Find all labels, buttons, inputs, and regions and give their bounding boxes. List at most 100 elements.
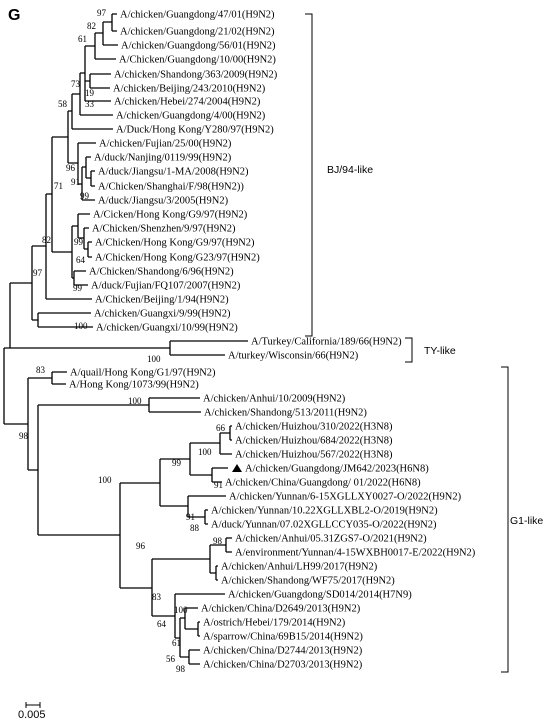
clade-brackets: BJ/94-like TY-like G1-like xyxy=(305,13,543,673)
support-value: 88 xyxy=(190,523,200,533)
taxon-label: A/chicken/Guangdong/56/01(H9N2) xyxy=(121,41,276,52)
support-value: 97 xyxy=(97,8,107,18)
taxon-label: A/duck/Jiangsu/1-MA/2008(H9N2) xyxy=(98,167,249,178)
support-value: 56 xyxy=(166,654,176,664)
scale-label: 0.005 xyxy=(18,709,46,721)
support-value: 61 xyxy=(172,638,181,648)
taxon-label: A/chicken/Guangdong/SD014/2014(H7N9) xyxy=(228,590,412,601)
support-value: 91 xyxy=(214,480,223,490)
taxon-label: A/duck/Jiangsu/3/2005(H9N2) xyxy=(98,196,229,207)
support-value: 97 xyxy=(33,268,43,278)
taxon-label: A/chicken/Beijing/243/2010(H9N2) xyxy=(113,84,266,95)
taxon-label: A/chicken/Guangxi/9/99(H9N2) xyxy=(94,309,231,320)
taxon-label: A/chicken/China/Guangdong/ 01/2022(H6N8) xyxy=(225,478,421,489)
support-value: 100 xyxy=(74,321,88,331)
support-value: 64 xyxy=(157,619,167,629)
bj94-bracket xyxy=(305,13,313,337)
taxon-label: A/chicken/Yunnan/6-15XGLLXY0027-O/2022(H… xyxy=(229,492,462,503)
support-value: 98 xyxy=(19,431,29,441)
taxon-label: A/Cicken/Hong Kong/G9/97(H9N2) xyxy=(93,210,248,221)
triangle-marker-icon xyxy=(232,464,242,472)
support-value: 82 xyxy=(42,235,51,245)
taxon-label: A/chicken/Hebei/274/2004(H9N2) xyxy=(114,97,261,108)
taxon-label: A/Chicken/Shanghai/F/98(H9N2)) xyxy=(98,182,244,193)
taxon-label: A/chicken/China/D2649/2013(H9N2) xyxy=(201,604,361,615)
taxon-label: A/Turkey/California/189/66(H9N2) xyxy=(251,337,402,348)
taxon-label: A/chicken/Guangdong/JM642/2023(H6N8) xyxy=(245,464,429,475)
taxon-label: A/Duck/Hong Kong/Y280/97(H9N2) xyxy=(116,125,274,136)
support-value: 100 xyxy=(174,605,188,615)
taxon-label: A/chicken/Anhui/10/2009(H9N2) xyxy=(203,394,346,405)
support-value: 91 xyxy=(71,177,80,187)
clade-ty-branches xyxy=(9,282,248,356)
support-value: 71 xyxy=(54,181,63,191)
support-value: 99 xyxy=(172,458,182,468)
support-value: 99 xyxy=(73,283,83,293)
taxon-label: A/chicken/Shandong/363/2009(H9N2) xyxy=(114,70,278,81)
support-value: 100 xyxy=(198,447,212,457)
support-values: 97 82 61 73 19 33 58 96 91 99 71 99 64 9… xyxy=(19,8,226,674)
taxon-label: A/chicken/Fujian/25/00(H9N2) xyxy=(99,139,232,150)
taxon-label: A/duck/Nanjing/0119/99(H9N2) xyxy=(94,153,232,164)
taxon-label: A/chicken/Huizhou/310/2022(H3N8) xyxy=(235,422,393,433)
support-value: 99 xyxy=(74,237,84,247)
taxon-label: A/chicken/Guangdong/21/02(H9N2) xyxy=(120,27,275,38)
taxon-label: A/Chicken/Hong Kong/G23/97(H9N2) xyxy=(95,253,260,264)
taxon-label: A/chicken/Shandong/WF75/2017(H9N2) xyxy=(221,576,395,587)
support-value: 83 xyxy=(152,592,162,602)
support-value: 91 xyxy=(186,512,195,522)
taxon-label: A/chicken/Huizhou/567/2022(H3N8) xyxy=(235,450,393,461)
taxon-label: A/chicken/Guangdong/4/00(H9N2) xyxy=(116,111,266,122)
support-value: 99 xyxy=(80,191,90,201)
taxon-label: A/chicken/Guangxi/10/99(H9N2) xyxy=(96,323,238,334)
taxon-label: A/chicken/Anhui/05.31ZGS7-O/2021(H9N2) xyxy=(235,534,427,545)
ty-bracket xyxy=(405,337,413,363)
clade-bj94-branches xyxy=(31,13,118,328)
taxon-label: A/sparrow/China/69B15/2014(H9N2) xyxy=(203,632,363,643)
support-value: 66 xyxy=(216,423,226,433)
support-value: 83 xyxy=(36,365,46,375)
g1-bracket xyxy=(501,366,509,673)
support-value: 100 xyxy=(98,475,112,485)
scale-bar: 0.005 xyxy=(18,702,46,721)
taxon-label: A/Chicken/Shandong/6/96(H9N2) xyxy=(89,267,234,278)
taxon-label: A/Hong Kong/1073/99(H9N2) xyxy=(69,380,199,391)
taxon-label: A/turkey/Wisconsin/66(H9N2) xyxy=(228,351,359,362)
taxon-label: A/environment/Yunnan/4-15WXBH0017-E/2022… xyxy=(235,548,476,559)
support-value: 96 xyxy=(136,541,146,551)
taxon-label: A/Chicken/Shenzhen/9/97(H9N2) xyxy=(92,224,236,235)
taxon-label: A/chicken/China/D2703/2013(H9N2) xyxy=(203,660,363,671)
support-value: 100 xyxy=(147,354,161,364)
taxon-label: A/Chicken/Beijing/1/94(H9N2) xyxy=(95,295,229,306)
support-value: 58 xyxy=(58,99,68,109)
clade-label-bj94: BJ/94-like xyxy=(327,164,373,176)
taxon-label: A/quail/Hong Kong/G1/97(H9N2) xyxy=(70,368,216,379)
taxon-label: A/duck/Fujian/FQ107/2007(H9N2) xyxy=(91,281,241,292)
taxon-label: A/chicken/Anhui/LH99/2017(H9N2) xyxy=(221,562,378,573)
taxon-label: A/chicken/Guangdong/47/01(H9N2) xyxy=(120,10,275,21)
support-value: 98 xyxy=(213,536,223,546)
support-value: 73 xyxy=(71,79,81,89)
support-value: 100 xyxy=(128,396,142,406)
support-value: 64 xyxy=(76,255,86,265)
support-value: 82 xyxy=(87,21,96,31)
clade-label-g1: G1-like xyxy=(510,515,543,527)
taxon-label: A/chicken/Yunnan/10.22XGLLXBL2-O/2019(H9… xyxy=(211,506,438,517)
support-value: 96 xyxy=(66,163,76,173)
taxon-label: A/chicken/China/D2744/2013(H9N2) xyxy=(203,646,363,657)
taxon-label: A/Chicken/Guangdong/10/00(H9N2) xyxy=(119,55,276,66)
taxon-label: A/chicken/Huizhou/684/2022(H3N8) xyxy=(235,436,393,447)
taxon-label: A/Chicken/Hong Kong/G9/97(H9N2) xyxy=(95,238,255,249)
panel-label: G xyxy=(8,7,20,24)
support-value: 98 xyxy=(176,664,186,674)
support-value: 19 xyxy=(85,88,95,98)
taxon-label: A/ostrich/Hebei/179/2014(H9N2) xyxy=(203,618,346,629)
taxon-label: A/chicken/Shandong/513/2011(H9N2) xyxy=(204,408,367,419)
clade-label-ty: TY-like xyxy=(424,345,456,357)
support-value: 61 xyxy=(78,34,87,44)
support-value: 33 xyxy=(85,99,95,109)
taxon-labels: A/chicken/Guangdong/47/01(H9N2) A/chicke… xyxy=(69,10,476,671)
clade-g1-branches xyxy=(3,347,232,665)
taxon-label: A/duck/Yunnan/07.02XGLLCCY035-O/2022(H9N… xyxy=(211,520,437,531)
